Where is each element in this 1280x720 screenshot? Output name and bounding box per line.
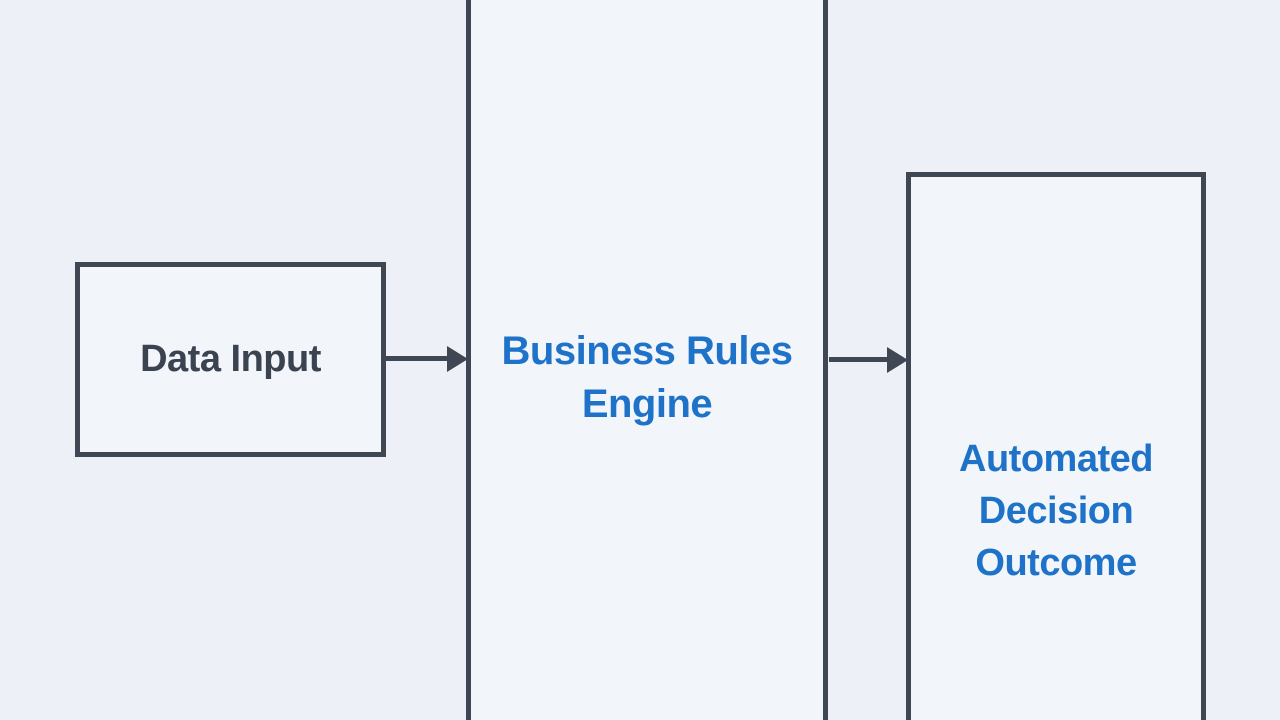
- node-data-input: Data Input: [75, 262, 386, 457]
- node-automated-decision-outcome: Automated Decision Outcome: [906, 172, 1206, 720]
- label-line: Business Rules: [501, 329, 793, 373]
- label-line: Outcome: [975, 542, 1137, 584]
- arrow-head-right-icon: [447, 345, 468, 372]
- label-line: Decision: [978, 490, 1134, 532]
- arrow-line: [386, 356, 450, 361]
- arrow-line: [829, 357, 890, 362]
- node-data-input-label: Data Input: [140, 338, 321, 380]
- node-business-rules-engine-label: Business Rules Engine: [502, 325, 793, 431]
- label-line: Engine: [581, 382, 713, 426]
- node-automated-decision-outcome-label: Automated Decision Outcome: [959, 433, 1153, 589]
- node-business-rules-engine: Business Rules Engine: [466, 0, 828, 720]
- arrow-head-right-icon: [887, 346, 908, 373]
- label-line: Automated: [959, 438, 1153, 480]
